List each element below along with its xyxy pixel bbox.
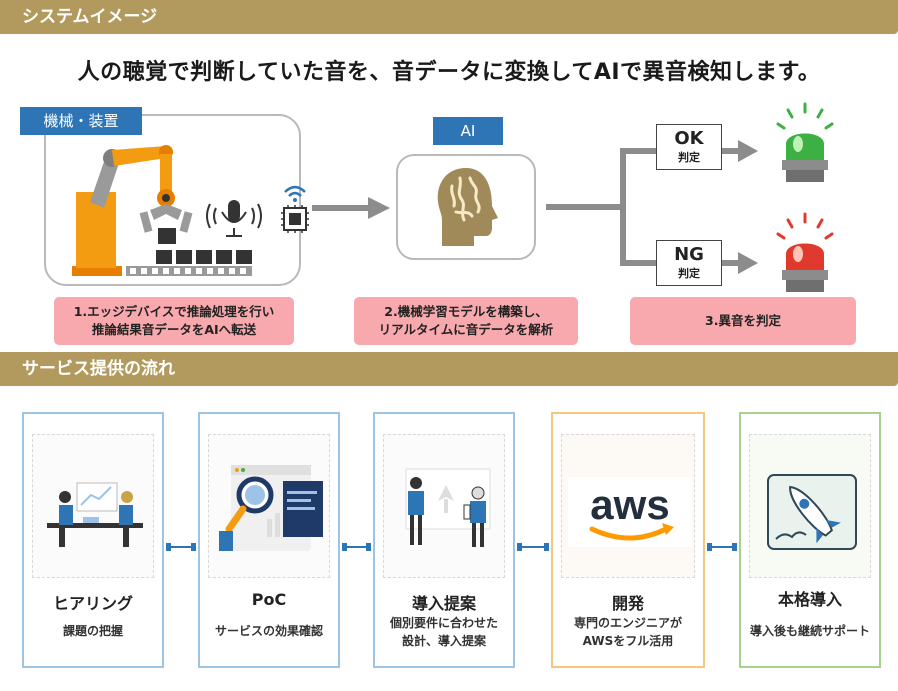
meeting-illustration: [32, 434, 154, 578]
flow-card-hearing: ヒアリング 課題の把握: [22, 412, 164, 668]
flow-desc: 課題の把握: [62, 624, 123, 638]
judgment-ok-box: OK 判定: [656, 124, 722, 170]
judgment-label: 判定: [678, 267, 700, 280]
ai-tag: AI: [433, 117, 503, 145]
step-line: 2.機械学習モデルを構築し、: [384, 304, 548, 319]
flow-connector: [707, 543, 737, 551]
branch-arrows-icon: [546, 140, 758, 274]
step-line: 3.異音を判定: [705, 313, 781, 328]
rocket-illustration: [749, 434, 871, 578]
flow-desc: 個別要件に合わせた: [389, 616, 498, 630]
judgment-result: OK: [674, 128, 704, 149]
flow-title: 本格導入: [777, 590, 842, 609]
flow-card-proposal: 導入提案 個別要件に合わせた 設計、導入提案: [373, 412, 515, 668]
presentation-illustration: [383, 434, 505, 578]
judgment-ng-box: NG 判定: [656, 240, 722, 286]
flow-title: 開発: [611, 594, 644, 613]
flow-card-full-deployment: 本格導入 導入後も継続サポート: [739, 412, 881, 668]
ai-box: [396, 154, 536, 260]
section-header-system-image: システムイメージ: [0, 0, 898, 34]
analysis-illustration: [208, 434, 330, 578]
judgment-result: NG: [674, 244, 704, 265]
section-title: システムイメージ: [22, 7, 158, 27]
flow-connector: [517, 543, 549, 551]
flow-desc: 設計、導入提案: [401, 634, 486, 648]
flow-desc: AWSをフル活用: [582, 634, 674, 648]
edge-device-chip-icon: [281, 185, 309, 233]
step-line: 1.エッジデバイスで推論処理を行い: [73, 304, 275, 319]
flow-title: 導入提案: [411, 594, 476, 613]
machine-tag: 機械・装置: [20, 107, 142, 135]
section-title: サービス提供の流れ: [22, 359, 175, 379]
brain-head-icon: [437, 168, 498, 246]
flow-title: PoC: [251, 590, 287, 609]
flow-desc: 導入後も継続サポート: [749, 624, 870, 638]
green-lamp-icon: [776, 102, 834, 182]
flow-card-development: aws 開発 専門のエンジニアが AWSをフル活用: [551, 412, 705, 668]
flow-connector: [166, 543, 196, 551]
flow-desc: 専門のエンジニアが: [573, 616, 682, 630]
step-3-label: 3.異音を判定: [630, 297, 856, 345]
flow-connector: [342, 543, 371, 551]
flow-desc: サービスの効果確認: [214, 624, 323, 638]
robot-arm-illustration: [72, 145, 262, 276]
section-header-service-flow: サービス提供の流れ: [0, 352, 898, 386]
arrow-to-ai-icon: [312, 197, 390, 219]
flow-card-poc: PoC サービスの効果確認: [198, 412, 340, 668]
step-2-label: 2.機械学習モデルを構築し、リアルタイムに音データを解析: [354, 297, 578, 345]
flow-title: ヒアリング: [52, 594, 133, 613]
red-lamp-icon: [776, 212, 834, 292]
step-1-label: 1.エッジデバイスで推論処理を行い推論結果音データをAIへ転送: [54, 297, 294, 345]
judgment-label: 判定: [678, 151, 700, 164]
aws-logo: aws: [561, 434, 695, 578]
headline: 人の聴覚で判断していた音を、音データに変換してAIで異音検知します。: [77, 60, 821, 85]
machine-box: [44, 114, 309, 286]
aws-logo-text: aws: [590, 481, 669, 528]
step-line: 推論結果音データをAIへ転送: [91, 322, 257, 337]
step-line: リアルタイムに音データを解析: [378, 322, 554, 337]
